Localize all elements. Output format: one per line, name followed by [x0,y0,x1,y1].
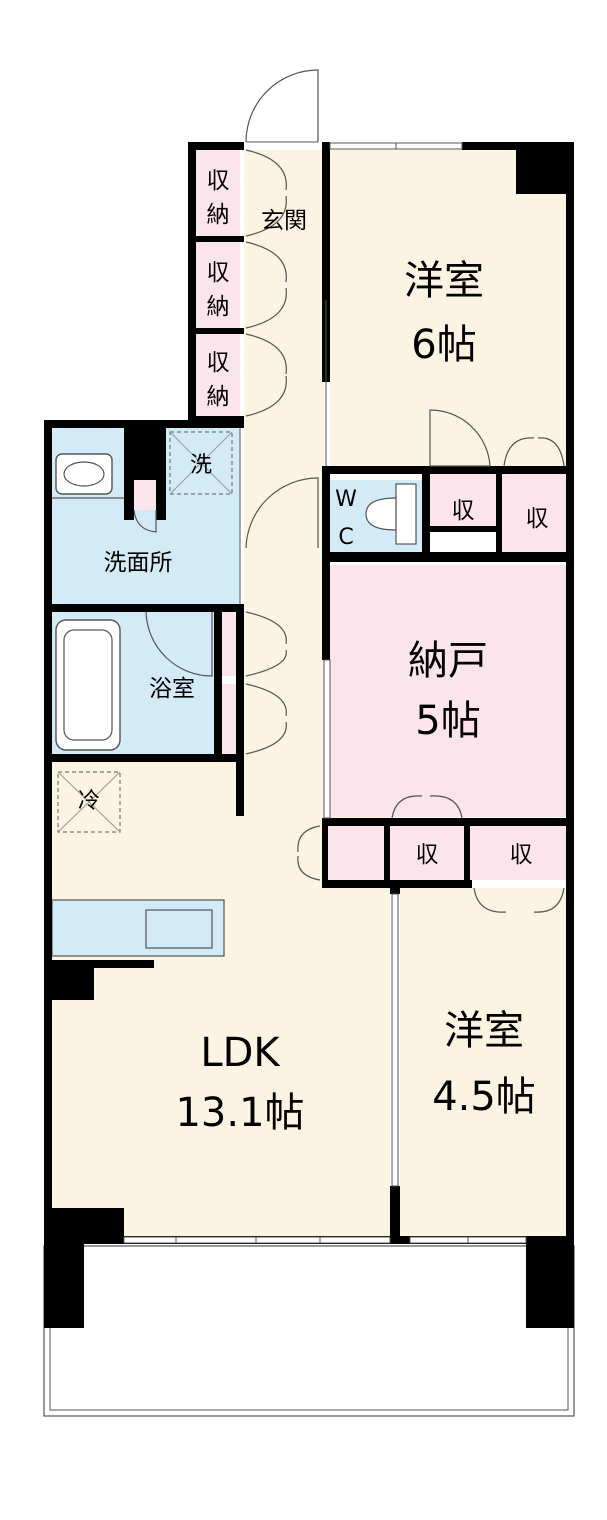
closet-2-label-top: 収 [207,260,230,286]
closet-c-fill [328,826,384,880]
closet-3-label-bottom: 納 [207,384,230,410]
room-western-45-floor [400,888,572,1238]
bathtub [55,619,121,751]
windows [123,142,527,1244]
closet-b-fill [502,472,572,552]
closet-1-fill [196,150,240,236]
closet-3-label-top: 収 [207,350,230,376]
hall-floor [244,610,324,820]
balcony [43,1245,575,1417]
entrance-label: 玄関 [261,208,307,234]
washbasin [55,453,113,495]
closet-e-fill [470,826,572,880]
wc-label-w: W [335,487,357,512]
washer-space [169,431,233,495]
storeroom-name: 納戸 [408,638,488,684]
closet-e-label: 収 [510,842,533,868]
closet-1-label-bottom: 納 [207,202,230,228]
walls [44,142,574,1328]
closet-b-label: 収 [526,506,549,532]
vanity-storage-fill [134,480,156,510]
fridge-space [57,771,121,833]
room-western-45-name: 洋室 [444,1008,524,1054]
room-western-6-floor [330,150,572,472]
fridge-label: 冷 [78,789,100,814]
closet-f-fill [222,612,240,676]
closet-a-fill [430,472,496,526]
storeroom-floor [328,565,572,817]
closet-2-fill [196,242,240,328]
washer-label: 洗 [190,453,212,478]
toilet [365,483,417,545]
closet-g-fill [222,684,240,754]
closet-a-label: 収 [452,498,475,524]
closet-2-label-bottom: 納 [207,294,230,320]
storeroom-size: 5帖 [415,698,480,744]
room-western-6-name: 洋室 [404,258,484,304]
wc-label-c: C [338,525,353,550]
entrance-floor [244,150,324,610]
room-western-6-size: 6帖 [411,322,476,368]
ldk-size: 13.1帖 [175,1090,304,1136]
kitchen-sink [145,909,213,949]
closet-d-label: 収 [416,842,439,868]
doors [133,69,565,913]
closet-3-fill [196,334,240,416]
ldk-name: LDK [200,1030,281,1076]
closet-1-label-top: 収 [207,168,230,194]
closet-d-fill [390,826,464,880]
bathroom-label: 浴室 [149,676,195,702]
washroom-label: 洗面所 [104,550,173,576]
room-western-45-size: 4.5帖 [432,1074,536,1120]
